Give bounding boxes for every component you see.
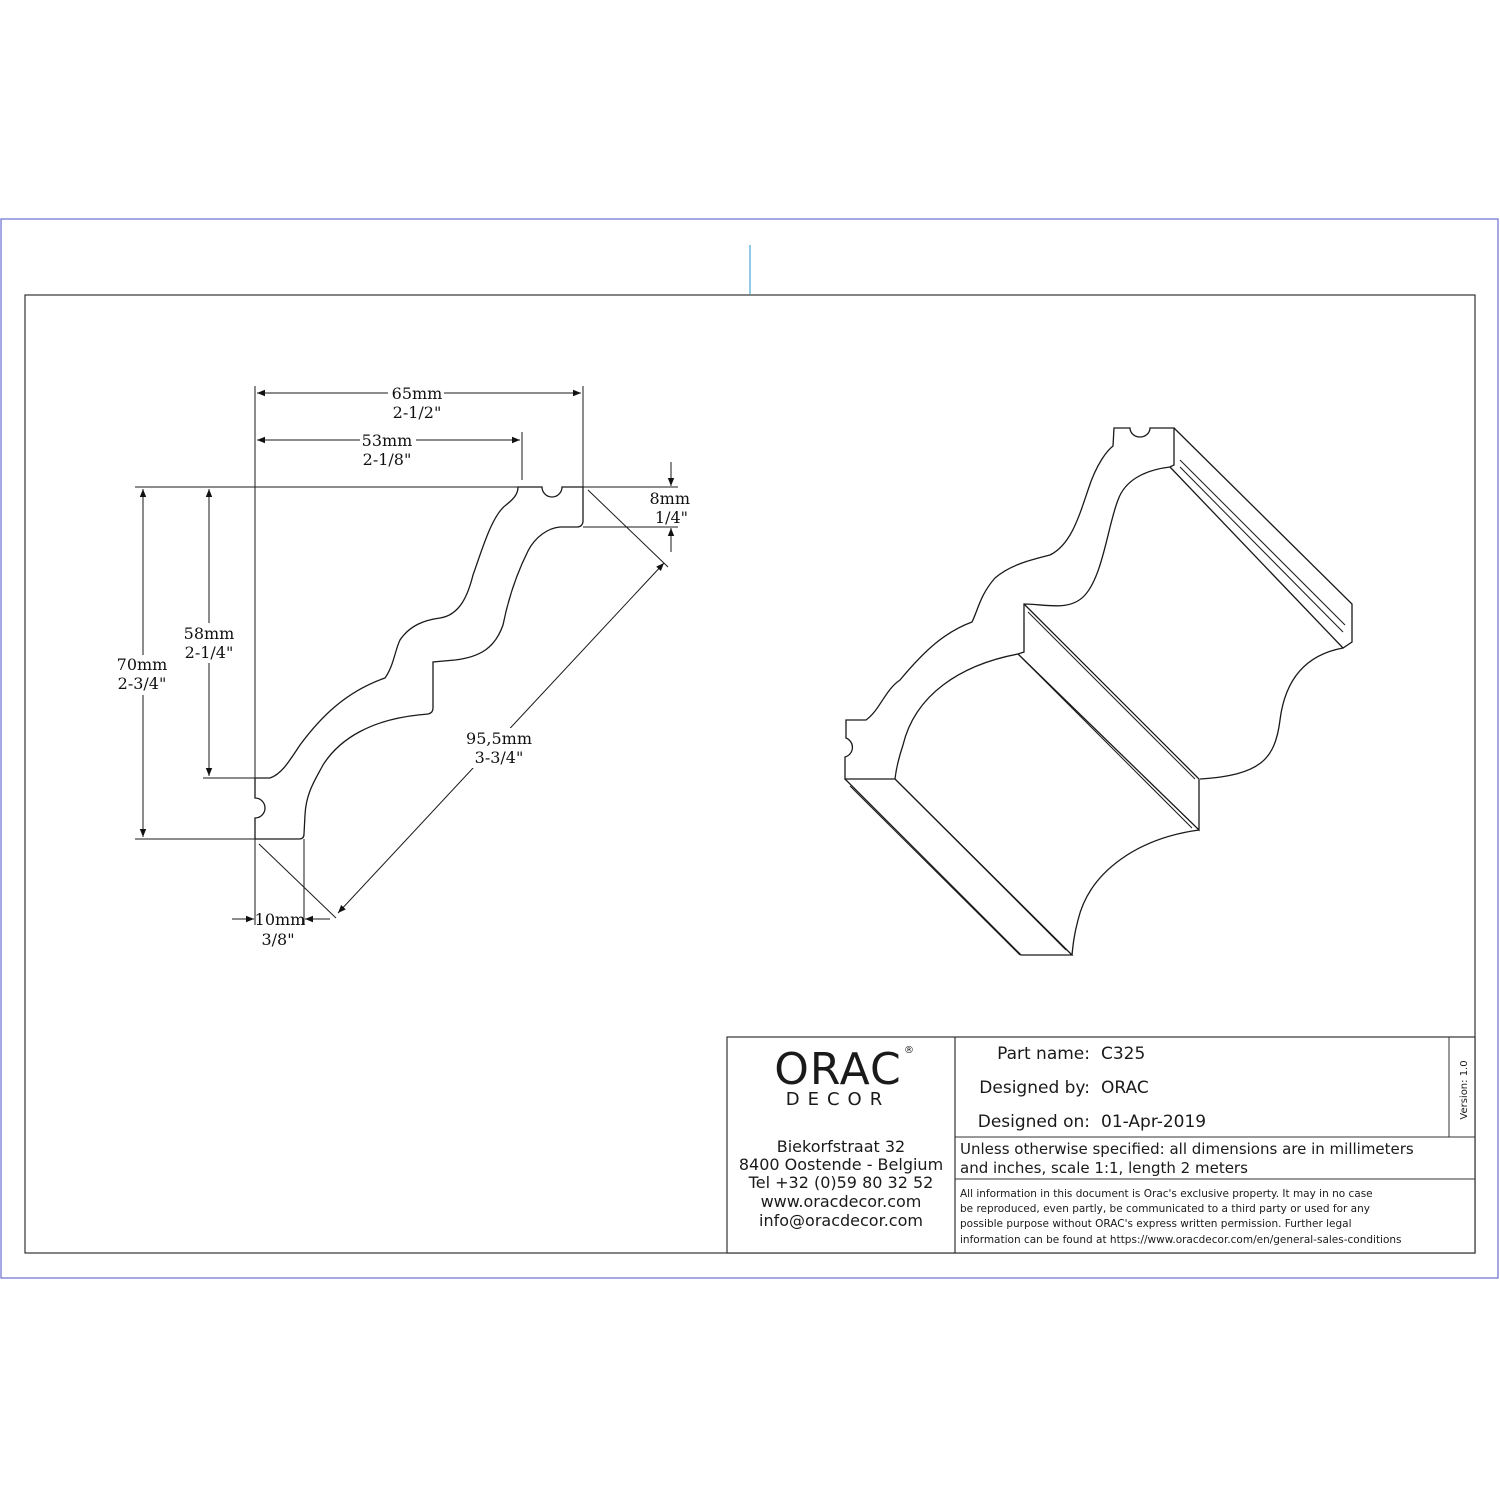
- dimension-texts: 65mm 2-1/2" 53mm 2-1/8" 8mm 1/4" 58mm 2-…: [112, 383, 690, 949]
- iso-end-face: [844, 427, 1175, 780]
- dimension-note-2: and inches, scale 1:1, length 2 meters: [960, 1159, 1248, 1177]
- outer-border: [0, 218, 1499, 1279]
- dimension-note-1: Unless otherwise specified: all dimensio…: [960, 1140, 1414, 1158]
- legal-line-1: All information in this document is Orac…: [960, 1188, 1373, 1200]
- dim-70-mm: 70mm: [117, 655, 168, 674]
- title-block: ORAC ® DECOR Biekorfstraat 32 8400 Ooste…: [726, 1036, 1476, 1254]
- version-label: Version: 1.0: [1459, 1060, 1470, 1119]
- part-name-value: C325: [1101, 1044, 1145, 1064]
- iso-middle-step: [1017, 603, 1200, 832]
- dim-58-in: 2-1/4": [185, 643, 234, 662]
- dim-65-in: 2-1/2": [393, 403, 442, 422]
- dim-95-mm: 95,5mm: [466, 729, 532, 748]
- iso-upper-rail: [1169, 427, 1353, 649]
- dim-53-in: 2-1/8": [363, 450, 412, 469]
- iso-lower-rail: [844, 778, 1074, 956]
- extension-lines: [135, 386, 678, 925]
- dim-58-mm: 58mm: [184, 624, 235, 643]
- iso-far-cove: [1071, 829, 1200, 956]
- address-email[interactable]: info@oracdecor.com: [759, 1211, 923, 1230]
- designed-by-value: ORAC: [1101, 1078, 1149, 1098]
- designed-on-label: Designed on:: [978, 1112, 1090, 1132]
- dim-65-mm: 65mm: [392, 384, 443, 403]
- address-web[interactable]: www.oracdecor.com: [761, 1192, 922, 1211]
- iso-far-curve: [1199, 647, 1344, 780]
- legal-line-2: be reproduced, even partly, be communica…: [960, 1203, 1370, 1215]
- dim-8-in: 1/4": [655, 508, 688, 527]
- address-phone: Tel +32 (0)59 80 32 52: [748, 1173, 934, 1192]
- legal-line-3: possible purpose without ORAC's express …: [960, 1218, 1352, 1230]
- dim-10-in: 3/8": [261, 930, 294, 949]
- profile-outline: [254, 486, 584, 840]
- svg-text:DECOR: DECOR: [786, 1089, 890, 1110]
- dim-70-in: 2-3/4": [118, 674, 167, 693]
- dim-8-mm: 8mm: [649, 489, 690, 508]
- svg-text:®: ®: [904, 1045, 914, 1056]
- dim-95-in: 3-3/4": [475, 748, 524, 767]
- address-line-2: 8400 Oostende - Belgium: [739, 1155, 943, 1174]
- designed-by-label: Designed by:: [979, 1078, 1090, 1098]
- svg-text:ORAC: ORAC: [774, 1044, 901, 1095]
- legal-line-4[interactable]: information can be found at https://www.…: [960, 1234, 1402, 1246]
- orac-logo: ORAC ® DECOR: [774, 1044, 914, 1110]
- address-line-1: Biekorfstraat 32: [777, 1137, 905, 1156]
- isometric-view: [844, 427, 1353, 956]
- designed-on-value: 01-Apr-2019: [1101, 1112, 1206, 1132]
- part-name-label: Part name:: [997, 1044, 1090, 1064]
- dim-53-mm: 53mm: [362, 431, 413, 450]
- dim-10-mm: 10mm: [255, 910, 306, 929]
- profile-section: [254, 486, 584, 840]
